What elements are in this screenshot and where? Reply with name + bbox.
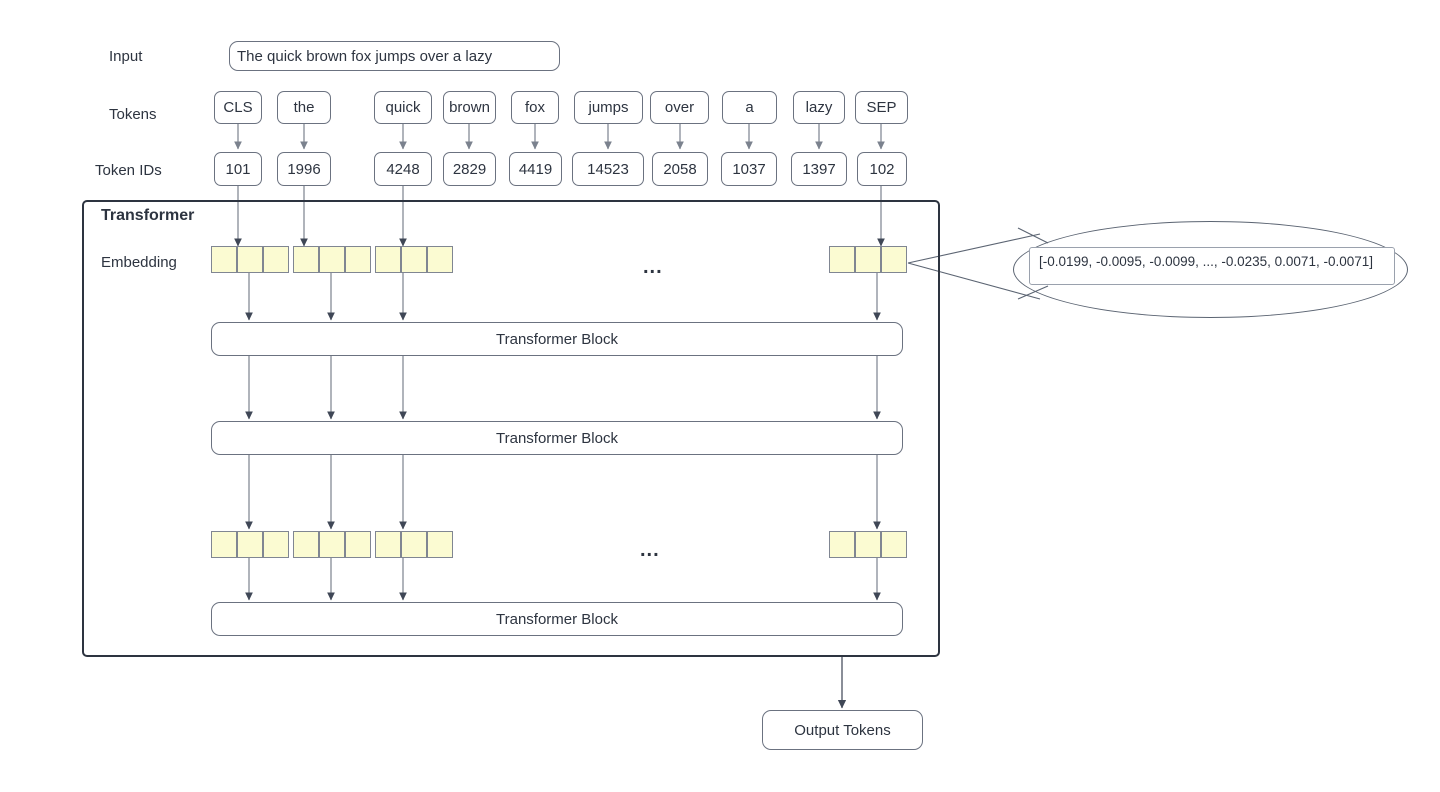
embedding-cell bbox=[345, 531, 371, 558]
embedding-cell bbox=[263, 531, 289, 558]
transformer-title: Transformer bbox=[101, 207, 195, 224]
token-id-box-4248[interactable]: 4248 bbox=[374, 152, 432, 186]
transformer-block-2[interactable]: Transformer Block bbox=[211, 421, 903, 455]
token-id-box-14523[interactable]: 14523 bbox=[572, 152, 644, 186]
input-row-label: Input bbox=[109, 48, 143, 65]
embedding-cell bbox=[855, 531, 881, 558]
embedding-cell bbox=[211, 246, 237, 273]
embedding-cell bbox=[319, 531, 345, 558]
embedding-cell bbox=[237, 531, 263, 558]
embedding-row-label: Embedding bbox=[101, 254, 177, 271]
embedding-callout-ellipse bbox=[1013, 221, 1408, 318]
embedding-cell bbox=[829, 246, 855, 273]
embedding-cell bbox=[375, 246, 401, 273]
embedding-cell bbox=[237, 246, 263, 273]
output-tokens-box[interactable]: Output Tokens bbox=[762, 710, 923, 750]
token-id-box-101[interactable]: 101 bbox=[214, 152, 262, 186]
token-id-box-1996[interactable]: 1996 bbox=[277, 152, 331, 186]
embedding-cell bbox=[427, 246, 453, 273]
hidden-state-group-2 bbox=[293, 531, 371, 558]
embedding-group-1 bbox=[211, 246, 289, 273]
input-text-box[interactable]: The quick brown fox jumps over a lazy bbox=[229, 41, 560, 71]
tokens-row-label: Tokens bbox=[109, 106, 157, 123]
token-id-box-1037[interactable]: 1037 bbox=[721, 152, 777, 186]
embedding-cell bbox=[293, 246, 319, 273]
token-id-box-1397[interactable]: 1397 bbox=[791, 152, 847, 186]
hidden-state-group-3 bbox=[375, 531, 453, 558]
embedding-cell bbox=[263, 246, 289, 273]
embedding-ellipsis-1: ... bbox=[643, 256, 663, 278]
token-id-box-102[interactable]: 102 bbox=[857, 152, 907, 186]
token-id-box-2829[interactable]: 2829 bbox=[443, 152, 496, 186]
embedding-cell bbox=[855, 246, 881, 273]
embedding-cell bbox=[211, 531, 237, 558]
token-box-sep[interactable]: SEP bbox=[855, 91, 908, 124]
token-box-lazy[interactable]: lazy bbox=[793, 91, 845, 124]
hidden-state-group-1 bbox=[211, 531, 289, 558]
embedding-cell bbox=[829, 531, 855, 558]
embedding-cell bbox=[375, 531, 401, 558]
transformer-container bbox=[82, 200, 940, 657]
transformer-block-3[interactable]: Transformer Block bbox=[211, 602, 903, 636]
token-box-brown[interactable]: brown bbox=[443, 91, 496, 124]
embedding-cell bbox=[401, 531, 427, 558]
embedding-cell bbox=[319, 246, 345, 273]
token-box-quick[interactable]: quick bbox=[374, 91, 432, 124]
token-id-box-4419[interactable]: 4419 bbox=[509, 152, 562, 186]
token-box-jumps[interactable]: jumps bbox=[574, 91, 643, 124]
embedding-ellipsis-2: ... bbox=[640, 539, 660, 561]
embedding-cell bbox=[401, 246, 427, 273]
embedding-group-last bbox=[829, 246, 907, 273]
token-box-a[interactable]: a bbox=[722, 91, 777, 124]
hidden-state-group-last bbox=[829, 531, 907, 558]
token-box-the[interactable]: the bbox=[277, 91, 331, 124]
embedding-cell bbox=[427, 531, 453, 558]
token-box-over[interactable]: over bbox=[650, 91, 709, 124]
token-box-cls[interactable]: CLS bbox=[214, 91, 262, 124]
embedding-group-2 bbox=[293, 246, 371, 273]
embedding-cell bbox=[881, 531, 907, 558]
token-box-fox[interactable]: fox bbox=[511, 91, 559, 124]
token-id-box-2058[interactable]: 2058 bbox=[652, 152, 708, 186]
embedding-cell bbox=[293, 531, 319, 558]
embedding-cell bbox=[345, 246, 371, 273]
embedding-group-3 bbox=[375, 246, 453, 273]
transformer-block-1[interactable]: Transformer Block bbox=[211, 322, 903, 356]
token-ids-row-label: Token IDs bbox=[95, 162, 162, 179]
embedding-cell bbox=[881, 246, 907, 273]
embedding-vector-box: [-0.0199, -0.0095, -0.0099, ..., -0.0235… bbox=[1029, 247, 1395, 285]
